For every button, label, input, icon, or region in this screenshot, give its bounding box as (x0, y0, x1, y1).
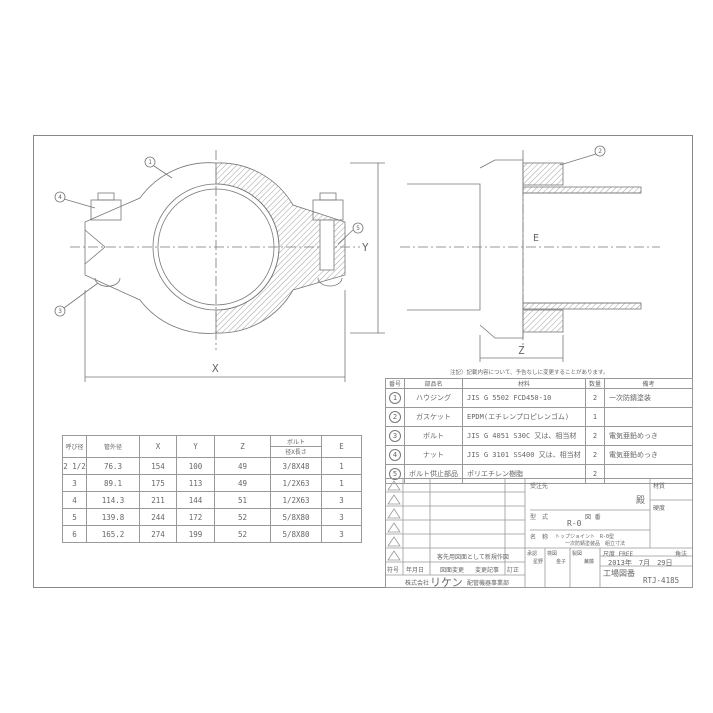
rev-header-date: 年月日 (406, 567, 425, 574)
cell: 274 (139, 525, 177, 543)
part-no: 2 (389, 411, 401, 423)
front-view (54, 150, 385, 382)
title-block (385, 478, 693, 588)
drawing-frame (33, 135, 693, 588)
drawing-no-label: 図 番 (585, 514, 601, 521)
company-prefix: 株式会社 (405, 580, 430, 587)
approver: 星野 (533, 559, 544, 565)
side-view (400, 145, 660, 362)
rev-header-record: 変更記事 (475, 567, 500, 574)
revision-note: 客先用図面として新規作図 (437, 554, 509, 561)
checked-label: 検図 (547, 551, 558, 557)
part-remark (604, 464, 693, 484)
revision-triangle-icons (387, 480, 401, 561)
customer-label: 受注先 (530, 483, 549, 490)
callout-2: 2 (598, 148, 602, 155)
material-label: 材質 (653, 483, 666, 490)
cell: 3 (321, 525, 362, 543)
product-name-line1: トップジョイント R-0型 (555, 534, 615, 540)
model-value: R-0 (567, 519, 582, 528)
note-text: 注記）記載内容について、予告なしに変更することがあります。 (450, 370, 609, 376)
part-no: 1 (389, 392, 401, 404)
callout-3: 3 (58, 308, 62, 315)
customer-suffix: 殿 (636, 496, 646, 506)
dim-y-label: Y (362, 241, 369, 254)
callout-4: 4 (58, 194, 62, 201)
callout-1: 1 (148, 159, 152, 166)
projection: 角法 (675, 551, 688, 558)
part-no: 3 (389, 430, 401, 442)
part-no: 5 (389, 468, 401, 480)
dim-e-label: E (533, 233, 539, 244)
factory-no-label: 工場図番 (603, 569, 635, 578)
drawn-label: 製図 (572, 551, 583, 557)
model-label: 型 式 (530, 514, 549, 521)
department: 配管機器事業部 (467, 580, 510, 587)
rev-header-change: 図面変更 (440, 567, 465, 574)
part-qty: 2 (585, 464, 605, 484)
checker: 金子 (556, 559, 567, 565)
dim-z-label: Z (518, 344, 525, 357)
hardness-label: 硬度 (653, 505, 666, 512)
drafter: 蕪藤 (584, 559, 595, 565)
rev-header-correction: 訂正 (507, 567, 520, 574)
product-name-line2: 一次防錆塗装品 組立寸法 (565, 541, 626, 547)
callout-5: 5 (356, 225, 360, 232)
scale: 尺度 FREE (603, 551, 634, 558)
factory-no: RTJ-4185 (643, 576, 680, 585)
part-no: 4 (389, 449, 401, 461)
company-logo: リケン (430, 576, 463, 589)
cell: 199 (176, 525, 215, 543)
header-bolt-size: 径X長さ (285, 449, 307, 456)
header-bolt: ボルト (271, 437, 321, 447)
drawing-date: 2013年 7月 29日 (608, 559, 673, 567)
name-label: 名 称 (530, 534, 549, 541)
dim-x-label: X (212, 362, 219, 375)
rev-header-symbol: 符号 (387, 567, 400, 574)
approved-label: 承認 (527, 551, 538, 557)
